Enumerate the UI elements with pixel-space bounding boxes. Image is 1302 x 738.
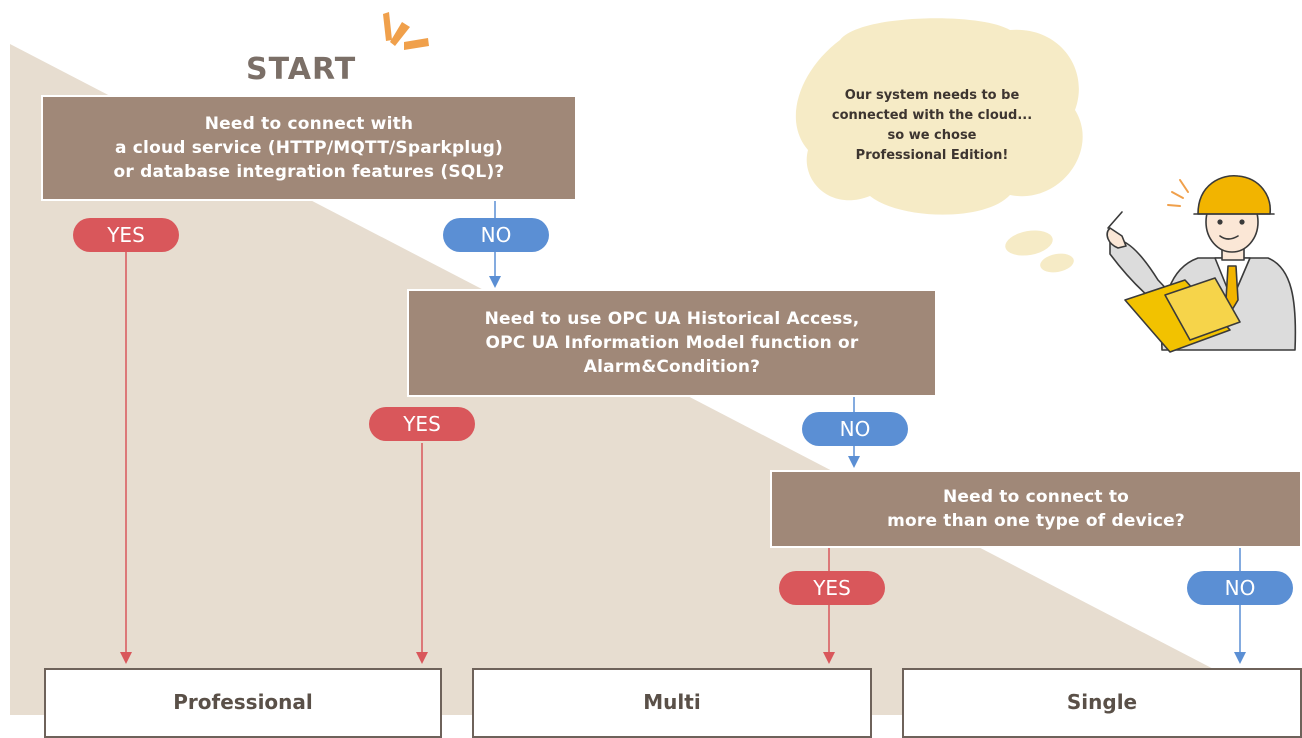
worker-illustration bbox=[1106, 174, 1297, 353]
arrow-heads bbox=[120, 276, 1246, 664]
bubble-line: so we chose bbox=[887, 128, 977, 143]
question-line: Need to connect with bbox=[204, 114, 414, 134]
no-pill-1: NO bbox=[443, 218, 549, 252]
question-line: OPC UA Information Model function or bbox=[485, 333, 859, 353]
start-burst-icon bbox=[383, 12, 429, 50]
no-pill-2: NO bbox=[802, 412, 908, 446]
yes-pill-2: YES bbox=[369, 407, 475, 441]
yes-pill-1: YES bbox=[73, 218, 179, 252]
bubble-line: Professional Edition! bbox=[855, 148, 1009, 163]
thought-cloud bbox=[795, 18, 1083, 273]
speech-bubble-text: Our system needs to be connected with th… bbox=[816, 86, 1048, 166]
question-line: a cloud service (HTTP/MQTT/Sparkplug) bbox=[114, 138, 504, 158]
question-line: Need to use OPC UA Historical Access, bbox=[484, 309, 860, 329]
question-line: more than one type of device? bbox=[887, 511, 1185, 531]
question-line: or database integration features (SQL)? bbox=[113, 162, 505, 182]
start-label: START bbox=[246, 52, 357, 87]
result-multi: Multi bbox=[472, 668, 872, 738]
bubble-line: connected with the cloud... bbox=[831, 108, 1033, 123]
question-cloud-db: Need to connect with a cloud service (HT… bbox=[41, 95, 577, 201]
result-professional: Professional bbox=[44, 668, 442, 738]
bubble-line: Our system needs to be bbox=[844, 88, 1020, 103]
question-device-types: Need to connect to more than one type of… bbox=[770, 470, 1302, 548]
question-opc-ua: Need to use OPC UA Historical Access, OP… bbox=[407, 289, 937, 397]
question-line: Need to connect to bbox=[942, 487, 1130, 507]
no-pill-3: NO bbox=[1187, 571, 1293, 605]
result-single: Single bbox=[902, 668, 1302, 738]
yes-pill-3: YES bbox=[779, 571, 885, 605]
question-line: Alarm&Condition? bbox=[583, 357, 761, 377]
